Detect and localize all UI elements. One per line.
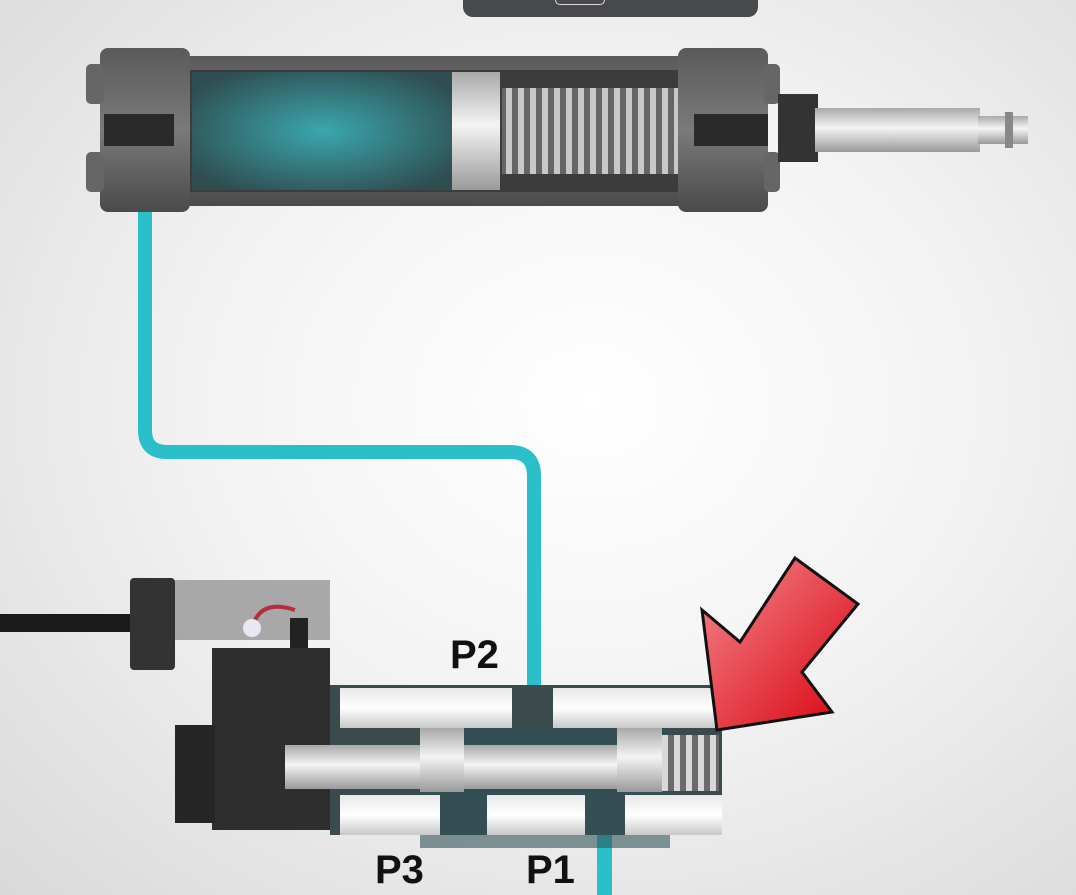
spool-valve bbox=[285, 685, 722, 848]
valve-spool-land bbox=[420, 728, 464, 792]
connector-nut bbox=[130, 578, 175, 670]
port-label-p2: P2 bbox=[450, 633, 499, 677]
air-line-to-cylinder bbox=[138, 205, 541, 690]
cable bbox=[0, 614, 135, 632]
cylinder-rod bbox=[815, 108, 980, 152]
cylinder-rod-tip bbox=[978, 116, 1028, 144]
pointer-arrow bbox=[700, 555, 861, 732]
cylinder-spring bbox=[502, 88, 678, 174]
solenoid bbox=[0, 578, 330, 830]
video-control-bar[interactable] bbox=[463, 0, 758, 17]
port-label-p1: P1 bbox=[526, 848, 575, 892]
valve-spring bbox=[662, 735, 719, 791]
pneumatic-cylinder bbox=[86, 48, 1028, 212]
cylinder-air-chamber bbox=[192, 72, 454, 190]
port-label-p3: P3 bbox=[375, 848, 424, 892]
indicator-led bbox=[243, 619, 261, 637]
valve-spool-land bbox=[617, 728, 662, 792]
cylinder-piston bbox=[452, 72, 500, 190]
